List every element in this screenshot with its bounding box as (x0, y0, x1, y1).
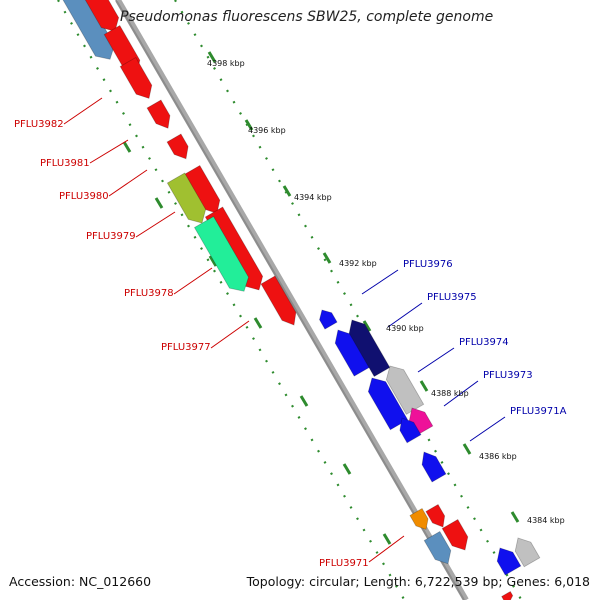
minor-tick (122, 141, 132, 153)
major-tick (419, 380, 429, 392)
gene-blue[interactable] (399, 417, 422, 444)
gene-label-forward[interactable]: PFLU3977 (161, 342, 211, 353)
major-tick (282, 185, 292, 197)
leader-line (108, 169, 148, 197)
gene-blue[interactable] (334, 329, 371, 377)
major-tick (462, 443, 472, 455)
gene-orange[interactable] (409, 507, 429, 530)
gene-label-reverse[interactable]: PFLU3971A (510, 406, 567, 417)
gene-label-forward[interactable]: PFLU3979 (86, 231, 136, 242)
tick-label: 4398 kbp (207, 59, 245, 68)
leader-line (368, 535, 405, 563)
minor-tick (382, 533, 392, 545)
gene-red[interactable] (425, 503, 446, 528)
gene-aqua[interactable] (193, 215, 249, 292)
gene-steel-blue[interactable] (423, 530, 452, 565)
major-tick (207, 51, 217, 63)
leader-line (387, 302, 423, 328)
gene-navy[interactable] (348, 319, 391, 378)
gene-red[interactable] (260, 275, 297, 326)
genome-title: Pseudomonas fluorescens SBW25, complete … (120, 9, 494, 25)
backbone-line (115, 0, 469, 602)
gene-red[interactable] (501, 590, 514, 602)
tick-label: 4384 kbp (527, 516, 565, 525)
tick-track (57, 0, 525, 604)
leader-line (469, 416, 506, 442)
backbone-track (115, 0, 469, 602)
gene-gray[interactable] (514, 537, 541, 568)
gene-label-reverse[interactable]: PFLU3975 (427, 292, 477, 303)
gene-blue[interactable] (367, 377, 409, 431)
gene-red[interactable] (146, 99, 171, 129)
major-tick (362, 320, 372, 332)
gene-blue[interactable] (421, 451, 447, 483)
gene-label-forward[interactable]: PFLU3980 (59, 191, 109, 202)
gene-label-forward[interactable]: PFLU3981 (40, 158, 90, 169)
gene-blue[interactable] (319, 309, 338, 330)
gene-label-forward[interactable]: PFLU3982 (14, 119, 64, 130)
inner-tick-track (57, 0, 408, 604)
gene-labels: PFLU3982PFLU3981PFLU3980PFLU3979PFLU3978… (14, 119, 567, 569)
leader-line (443, 380, 479, 407)
major-tick (510, 511, 520, 523)
gene-label-forward[interactable]: PFLU3971 (319, 558, 369, 569)
gene-label-reverse[interactable]: PFLU3974 (459, 337, 509, 348)
gene-blue[interactable] (496, 547, 522, 576)
leader-line (361, 269, 399, 295)
gene-red[interactable] (81, 0, 120, 32)
gene-olive[interactable] (166, 172, 207, 224)
minor-tick (154, 197, 164, 209)
label-leader-lines (63, 97, 506, 563)
tick-labels: 4398 kbp 4396 kbp 4394 kbp 4392 kbp 4390 kbp… (207, 59, 565, 525)
minor-tick (342, 463, 352, 475)
gene-track (62, 0, 541, 602)
leader-line (417, 347, 455, 373)
tick-label: 4396 kbp (248, 126, 286, 135)
tick-label: 4388 kbp (431, 389, 469, 398)
minor-tick (208, 255, 218, 267)
gene-red[interactable] (183, 164, 221, 214)
tick-label: 4386 kbp (479, 452, 517, 461)
minor-tick (299, 395, 309, 407)
gene-label-reverse[interactable]: PFLU3976 (403, 259, 453, 270)
gene-red[interactable] (166, 133, 189, 160)
leader-line (89, 139, 129, 164)
gene-red[interactable] (441, 518, 469, 551)
genome-summary-text: Topology: circular; Length: 6,722,539 bp… (246, 574, 590, 589)
accession-text: Accession: NC_012660 (9, 574, 152, 589)
leader-line (135, 211, 176, 238)
leader-line (210, 320, 250, 349)
backbone-edge (115, 0, 465, 601)
leader-line (63, 97, 103, 125)
tick-label: 4390 kbp (386, 324, 424, 333)
gene-label-reverse[interactable]: PFLU3973 (483, 370, 533, 381)
tick-label: 4392 kbp (339, 259, 377, 268)
gene-label-forward[interactable]: PFLU3978 (124, 288, 174, 299)
tick-label: 4394 kbp (294, 193, 332, 202)
minor-tick (253, 317, 263, 329)
leader-line (173, 267, 213, 295)
gene-red[interactable] (119, 56, 153, 99)
major-tick (244, 119, 254, 131)
major-tick (322, 252, 332, 264)
